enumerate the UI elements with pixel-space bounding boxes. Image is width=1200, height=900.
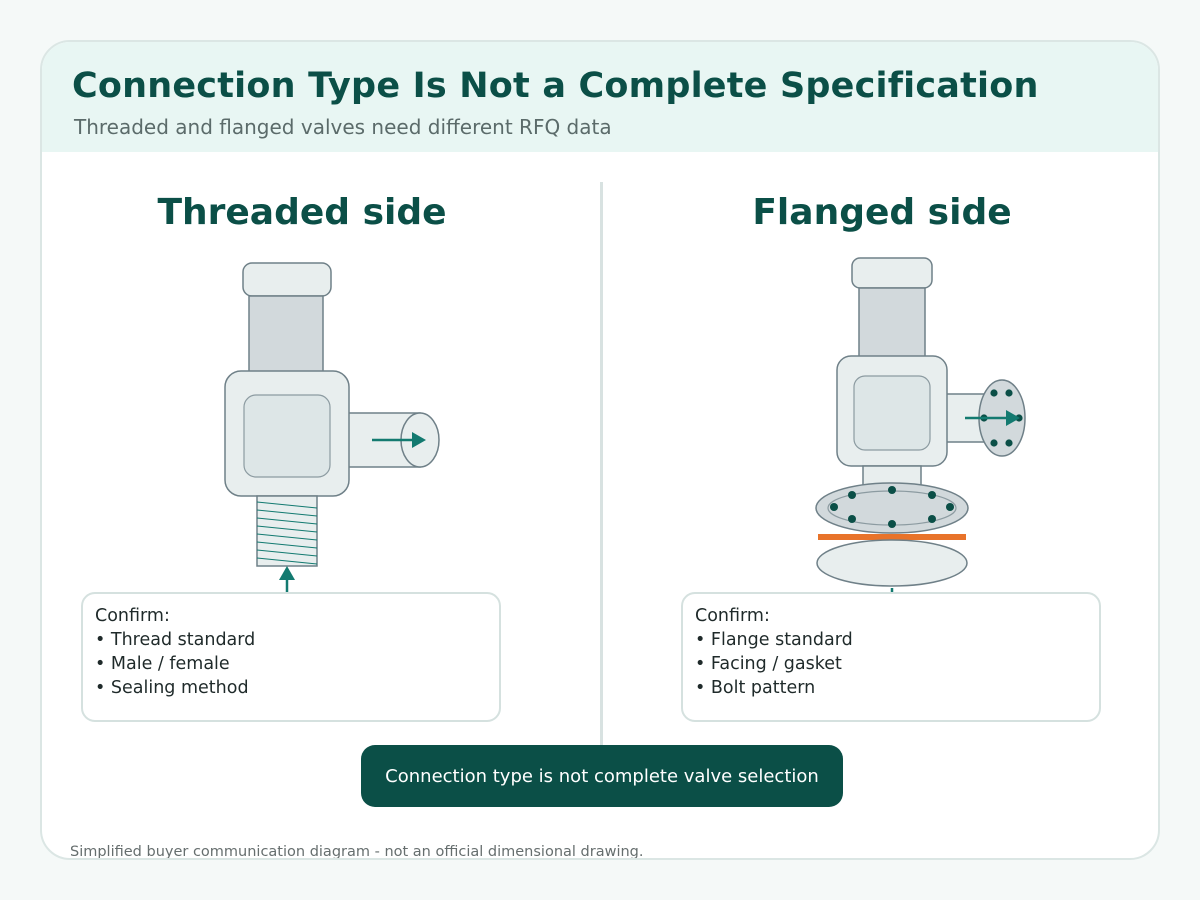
list-item: Male / female [95,652,487,676]
valve-body-inner [853,375,931,451]
flanged-side-title: Flanged side [752,192,1012,233]
threaded-confirm-box: Confirm: Thread standard Male / female S… [81,592,501,722]
confirm-label: Confirm: [695,606,770,626]
list-item: Sealing method [95,676,487,700]
thread-lines [256,501,318,565]
bottom-flange-bolts [830,486,954,528]
valve-cap [851,257,933,289]
footnote: Simplified buyer communication diagram -… [70,844,644,860]
mating-flange [816,539,968,587]
flow-arrow-head [412,432,426,448]
list-item: Facing / gasket [695,652,1087,676]
confirm-label: Confirm: [95,606,170,626]
flanged-valve-illustration [815,257,1026,592]
inlet-arrow-head [279,566,295,580]
threaded-valve-illustration [224,262,440,592]
page-title: Connection Type Is Not a Complete Specif… [72,66,1039,106]
flanged-confirm-box: Confirm: Flange standard Facing / gasket… [681,592,1101,722]
valve-cap [242,262,332,297]
valve-bonnet [248,295,324,377]
list-item: Flange standard [695,628,1087,652]
list-item: Thread standard [95,628,487,652]
callout-banner: Connection type is not complete valve se… [361,745,843,807]
header-band: Connection Type Is Not a Complete Specif… [42,42,1158,152]
threaded-confirm-list: Thread standard Male / female Sealing me… [95,628,487,700]
page-subtitle: Threaded and flanged valves need differe… [74,115,612,139]
flanged-confirm-list: Flange standard Facing / gasket Bolt pat… [695,628,1087,700]
threaded-side-title: Threaded side [157,192,447,233]
center-divider [600,182,603,747]
list-item: Bolt pattern [695,676,1087,700]
valve-body-inner [243,394,331,478]
diagram-card: Connection Type Is Not a Complete Specif… [40,40,1160,860]
valve-bonnet [858,287,926,359]
gasket [818,534,966,540]
flow-arrow-head [1006,410,1020,426]
